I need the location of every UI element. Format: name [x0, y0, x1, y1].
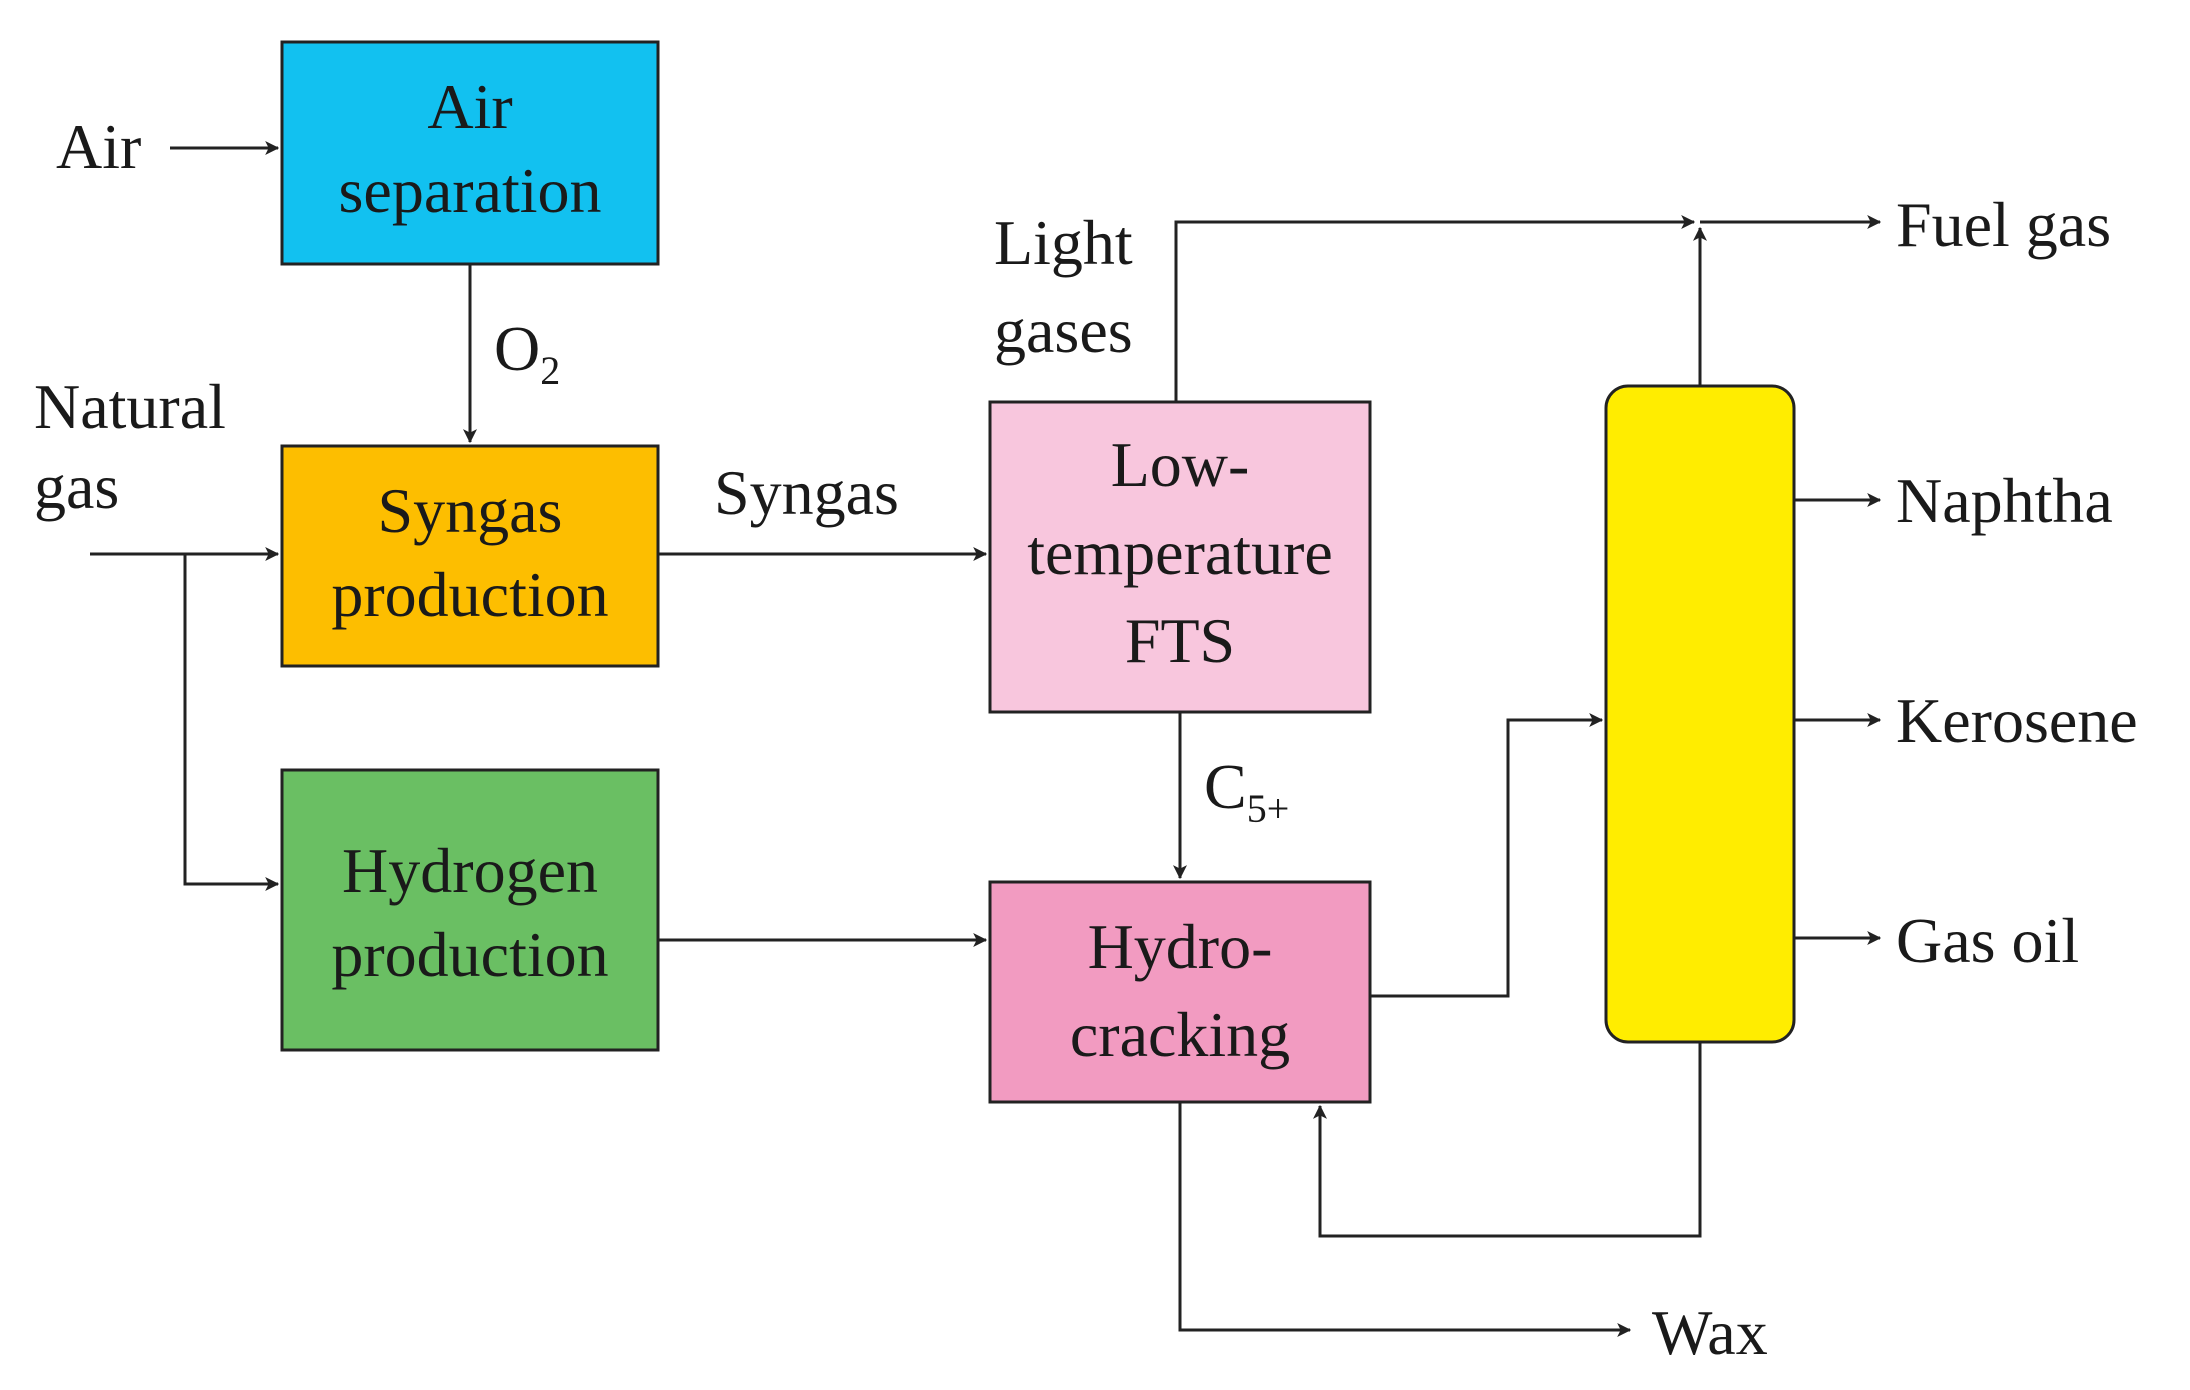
distillation-column	[1604, 384, 1796, 1044]
low-temperature-fts-box	[988, 400, 1372, 714]
hydrocracking-block: Hydro- cracking	[988, 880, 1372, 1104]
o2-label-main: O	[494, 313, 540, 384]
syngas-production-block: Syngas production	[280, 444, 660, 668]
syngas-label: Syngas	[714, 457, 899, 528]
light-gases-label-line1: Light	[994, 207, 1133, 278]
air-separation-label-line1: Air	[427, 71, 512, 142]
natural-gas-label-line1: Natural	[34, 371, 226, 442]
air-separation-label-line2: separation	[339, 155, 602, 226]
gas-oil-label: Gas oil	[1896, 905, 2079, 976]
low-temperature-fts-label-line2: temperature	[1027, 517, 1333, 588]
air-label: Air	[56, 111, 141, 182]
hydrogen-production-label-line1: Hydrogen	[342, 835, 598, 906]
naphtha-label: Naphtha	[1896, 465, 2113, 536]
light-gases-label-line2: gases	[994, 295, 1133, 366]
kerosene-label: Kerosene	[1896, 685, 2138, 756]
syngas-production-label-line1: Syngas	[378, 475, 563, 546]
hydrogen-production-block: Hydrogen production	[280, 768, 660, 1052]
hydrocracking-label-line2: cracking	[1070, 999, 1290, 1070]
low-temperature-fts-label-line1: Low-	[1111, 429, 1250, 500]
wax-stream-arrow	[1178, 1102, 1632, 1337]
o2-label-subscript: 2	[540, 348, 560, 393]
hydrogen-production-box	[280, 768, 660, 1052]
natural-gas-branch-arrow	[183, 554, 280, 891]
recycle-stream-arrow	[1313, 1042, 1702, 1238]
fuel-gas-label: Fuel gas	[1896, 189, 2111, 260]
hydrocracking-box	[988, 880, 1372, 1104]
air-separation-box	[280, 40, 660, 266]
natural-gas-label-line2: gas	[34, 451, 119, 522]
light-gases-stream-arrow	[1174, 215, 1696, 402]
hydrogen-production-label-line2: production	[331, 919, 608, 990]
hydrocracking-to-column-arrow	[1370, 713, 1604, 998]
low-temperature-fts-label-line3: FTS	[1125, 605, 1235, 676]
c5-label: C5+	[1204, 751, 1289, 831]
syngas-production-box	[280, 444, 660, 668]
hydrocracking-label-line1: Hydro-	[1088, 911, 1273, 982]
c5-label-subscript: 5+	[1247, 786, 1290, 831]
wax-label: Wax	[1652, 1297, 1768, 1368]
syngas-production-label-line2: production	[331, 559, 608, 630]
air-separation-block: Air separation	[280, 40, 660, 266]
low-temperature-fts-block: Low- temperature FTS	[988, 400, 1372, 714]
o2-label: O2	[494, 313, 560, 393]
c5-label-main: C	[1204, 751, 1247, 822]
